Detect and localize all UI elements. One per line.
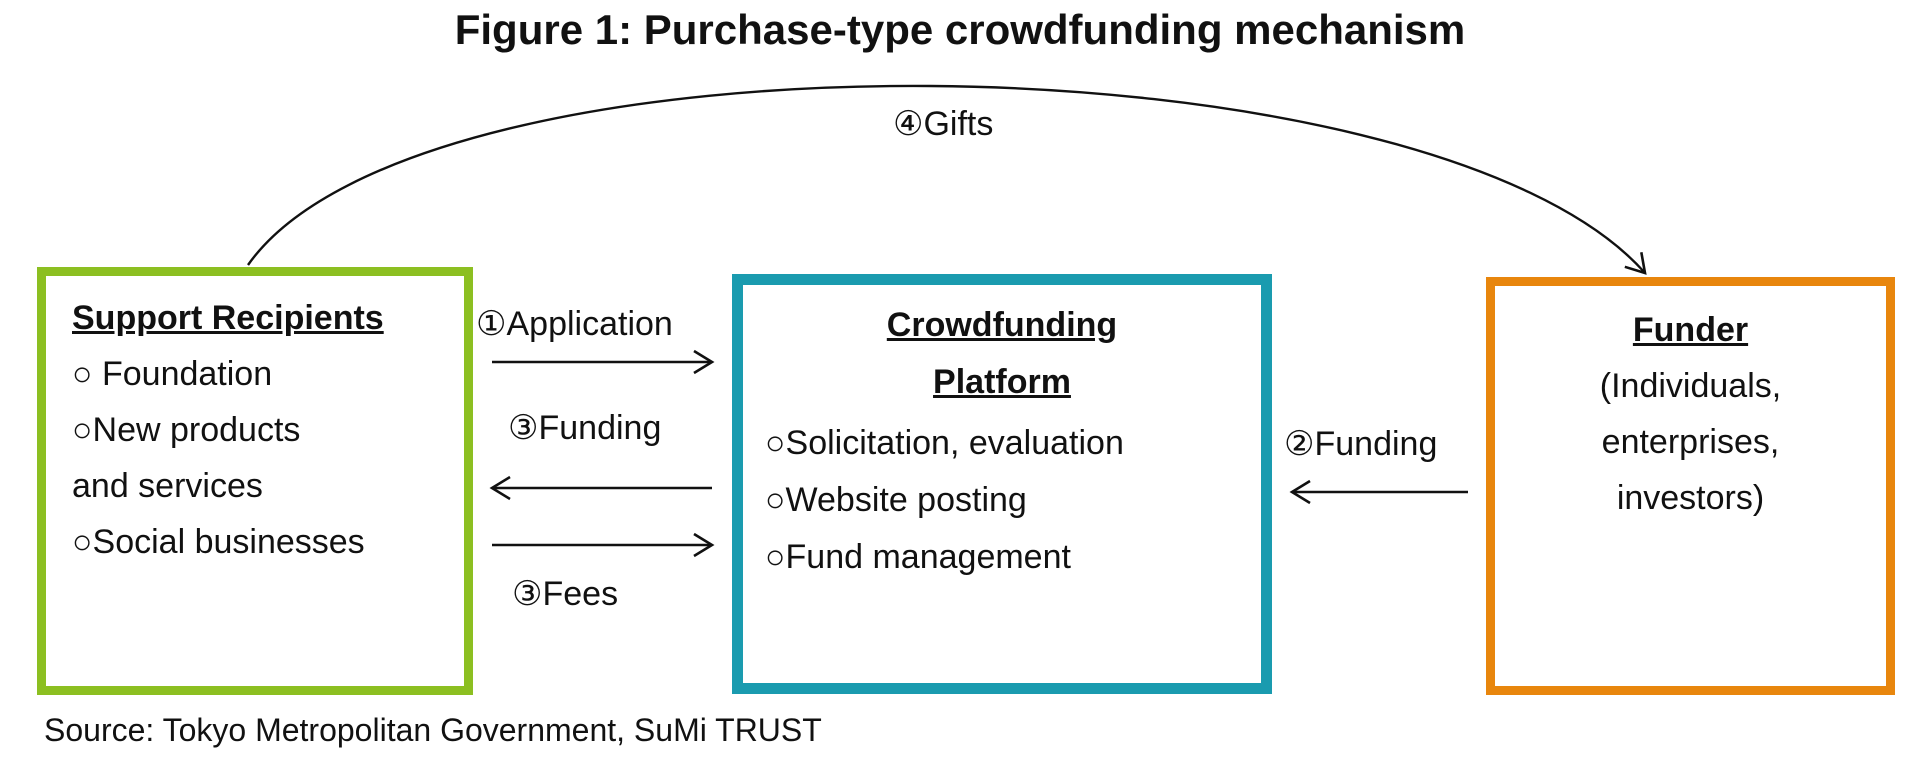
arrow-label-funding-funder-to-platform: ②Funding — [1284, 425, 1438, 463]
platform-title-line1: Crowdfunding — [886, 306, 1118, 344]
arrow-label-funding-platform-to-recipients: ③Funding — [508, 409, 662, 447]
support-recipients-title: Support Recipients — [72, 299, 384, 337]
platform-item: ○Fund management — [765, 538, 1071, 576]
platform-items: ○Solicitation, evaluation ○Website posti… — [743, 415, 1261, 586]
support-recipients-item: ○New products — [72, 411, 301, 449]
support-recipients-item: ○Social businesses — [72, 523, 365, 561]
support-recipients-item: and services — [72, 467, 263, 505]
funder-subtitle-line: (Individuals, — [1599, 367, 1782, 405]
platform-item: ○Website posting — [765, 481, 1027, 519]
crowdfunding-platform-box: Crowdfunding Platform ○Solicitation, eva… — [732, 274, 1272, 694]
platform-item: ○Solicitation, evaluation — [765, 424, 1124, 462]
support-recipients-box: Support Recipients ○ Foundation ○New pro… — [37, 267, 473, 695]
funder-subtitle-line: enterprises, — [1601, 423, 1780, 461]
funder-title: Funder — [1632, 311, 1749, 349]
figure-title: Figure 1: Purchase-type crowdfunding mec… — [454, 6, 1466, 53]
source-note: Source: Tokyo Metropolitan Government, S… — [44, 712, 822, 748]
arrow-label-gifts: ④Gifts — [893, 105, 994, 143]
arrow-label-application: ①Application — [476, 305, 673, 343]
arrow-label-fees: ③Fees — [512, 575, 619, 613]
funder-box: Funder (Individuals, enterprises, invest… — [1486, 277, 1895, 695]
funder-subtitle-line: investors) — [1616, 479, 1765, 517]
platform-title-line2: Platform — [933, 363, 1071, 401]
support-recipients-item: ○ Foundation — [72, 355, 273, 393]
